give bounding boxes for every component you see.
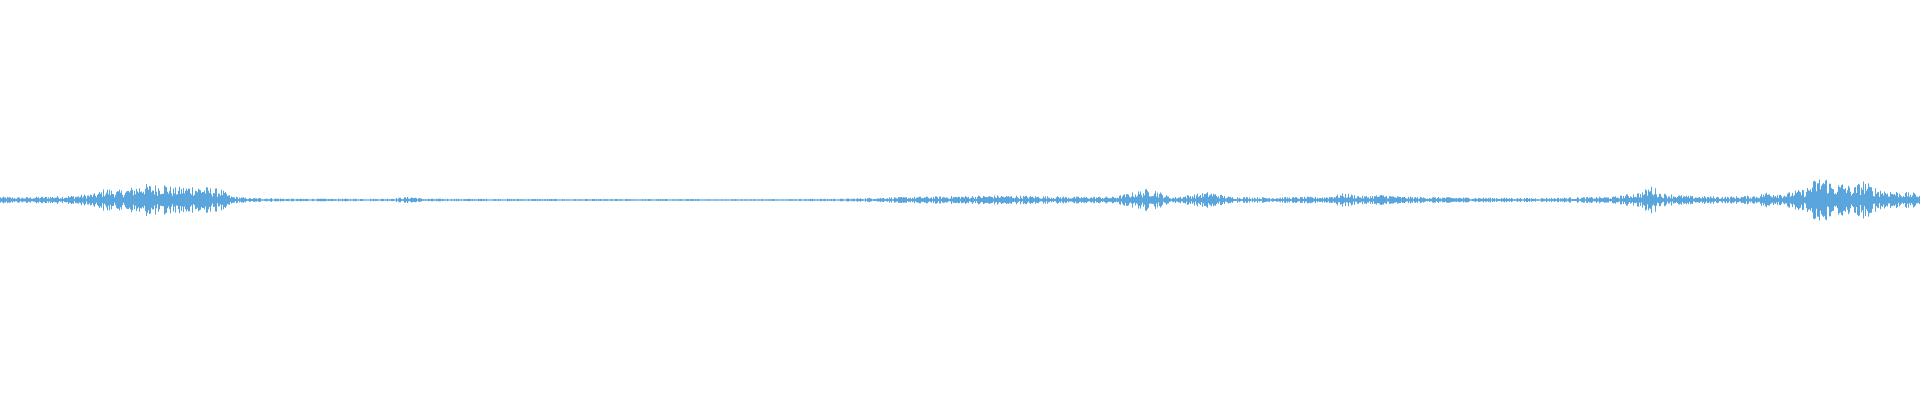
waveform-samples <box>0 179 1920 221</box>
